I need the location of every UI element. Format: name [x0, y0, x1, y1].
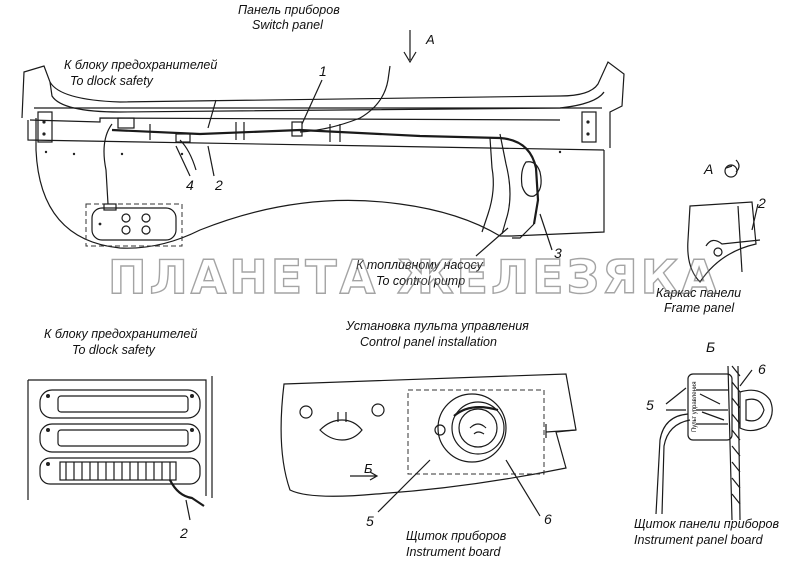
watermark: ПЛАНЕТА ЖЕЛЕЗЯКА — [107, 249, 720, 304]
view-a-frame-detail — [687, 159, 761, 283]
fuse-block-bottom-label-en: To dlock safety — [72, 343, 155, 357]
device-label: Пульт управления — [692, 381, 698, 432]
callout-3: 3 — [554, 245, 562, 261]
fuse-module-top — [85, 203, 183, 247]
callout-2-top: 2 — [215, 177, 223, 193]
fuel-pump-label-ru: К топливному насосу — [356, 258, 483, 272]
callout-1: 1 — [319, 63, 327, 79]
callout-5-side: 5 — [646, 397, 654, 413]
callout-6-install: 6 — [544, 511, 552, 527]
fuse-block-bottom-label-ru: К блоку предохранителей — [44, 327, 198, 341]
fuse-block-top-label-ru: К блоку предохранителей — [64, 58, 218, 72]
view-a-rotated-label: A — [704, 161, 714, 177]
switch-panel-label-ru: Панель приборов — [238, 3, 340, 17]
frame-panel-label-en: Frame panel — [664, 301, 735, 315]
fuse-block-top-label-en: To dlock safety — [70, 74, 153, 88]
instrument-board-label-ru: Щиток приборов — [406, 529, 507, 543]
control-install-label-en: Control panel installation — [360, 335, 497, 349]
dashboard-panel-outline — [21, 61, 625, 249]
fuel-pump-label-en: To control pump — [376, 274, 466, 288]
view-b-title: Б — [706, 339, 716, 355]
instrument-board-label-en: Instrument board — [406, 545, 501, 559]
wiring-harness-top — [103, 65, 540, 239]
instrument-panel-board-label-en: Instrument panel board — [634, 533, 763, 547]
control-panel-installation — [280, 373, 577, 517]
instrument-panel-board-label-ru: Щиток панели приборов — [634, 517, 780, 531]
view-b-arrow-label: Б — [364, 461, 373, 476]
callout-2-fuse: 2 — [180, 525, 188, 541]
view-a-marker: A — [426, 32, 435, 47]
fuse-block-detail — [27, 376, 213, 521]
callout-2-frame: 2 — [758, 195, 766, 211]
side-view-b — [655, 365, 773, 521]
control-install-label-ru: Установка пульта управления — [346, 319, 529, 333]
callout-4: 4 — [186, 177, 194, 193]
switch-panel-label-en: Switch panel — [252, 18, 323, 32]
callout-6-side: 6 — [758, 361, 766, 377]
frame-panel-label-ru: Каркас панели — [656, 286, 742, 300]
callout-5-install: 5 — [366, 513, 374, 529]
leader-lines-top — [175, 30, 553, 257]
